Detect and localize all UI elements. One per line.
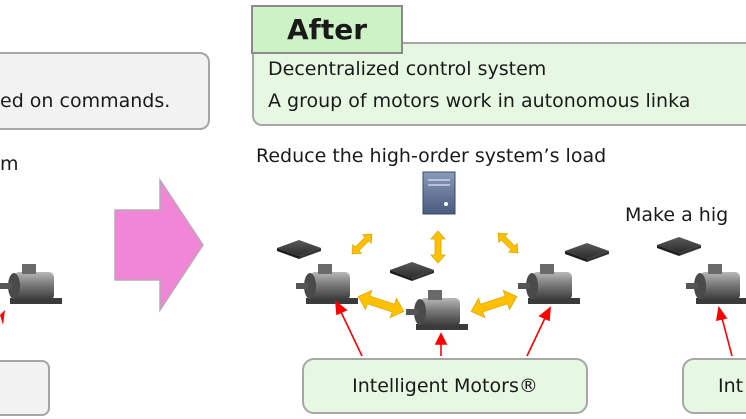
intelligent-motors-label-box: Intelligent Motors® (302, 358, 588, 414)
caption-reduce-load: Reduce the high-order system’s load (256, 145, 607, 167)
signal-arrow-far-right (721, 317, 733, 357)
signal-arrow-right (526, 317, 546, 357)
motor-icon-right (518, 264, 580, 304)
link-arrow-motor-right (470, 289, 518, 319)
signal-arrow-left (340, 311, 363, 357)
before-description-box (0, 52, 210, 130)
intelligent-motors-label-box-right: Int (682, 358, 746, 414)
motor-icon-center (406, 290, 468, 330)
server-icon (422, 171, 456, 215)
after-description-line-1: Decentralized control system (268, 58, 547, 80)
before-subtitle-text: m (0, 153, 19, 175)
before-description-text: ed on commands. (0, 90, 171, 112)
link-arrow-diag-left (351, 233, 373, 255)
caption-make-high: Make a hig (625, 204, 729, 226)
after-heading: After (251, 5, 403, 54)
before-label-box (0, 360, 50, 416)
motor-icon-left (296, 264, 358, 304)
before-motor-icon (0, 264, 62, 304)
controller-chip-icon-2 (390, 262, 434, 281)
after-description-box (252, 42, 746, 126)
before-signal-arrow (0, 310, 5, 325)
big-transition-arrow (114, 177, 204, 313)
controller-chip-icon-1 (277, 240, 321, 259)
link-arrow-vertical (430, 230, 446, 264)
motor-icon-far-right (686, 264, 746, 304)
controller-chip-icon-4 (657, 237, 701, 256)
link-arrow-diag-right (497, 232, 519, 254)
controller-chip-icon-3 (565, 243, 609, 262)
link-arrow-motor-left (357, 289, 405, 319)
after-description-line-2: A group of motors work in autonomous lin… (268, 90, 691, 112)
